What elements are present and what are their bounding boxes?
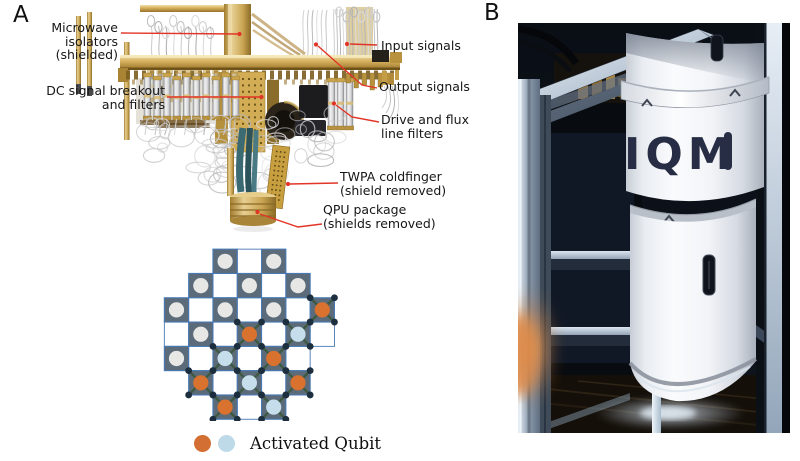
coupler-dot — [331, 318, 338, 326]
panel-b-label: B — [484, 0, 500, 26]
lattice-empty-cell — [212, 321, 238, 347]
coupler-dot — [209, 367, 217, 375]
coupler-dot — [185, 391, 193, 399]
qubit-cell — [212, 248, 238, 274]
qubit-circle — [217, 253, 233, 269]
annotation-pointer-lines — [120, 31, 380, 228]
lattice-empty-cell — [285, 345, 311, 372]
top-handle — [710, 34, 724, 62]
coupler-dot — [282, 318, 290, 326]
coupler-dot — [258, 318, 265, 326]
qubit-circle — [241, 278, 257, 294]
cryostat-cylinder: IQM — [620, 33, 770, 402]
support-rod — [652, 386, 661, 433]
activated-qubit-orange-dot — [194, 435, 211, 452]
coupler-dot — [209, 391, 217, 399]
qubit-lattice-diagram — [163, 248, 338, 421]
coupler-dot — [233, 342, 241, 350]
coupler-dot — [306, 294, 314, 302]
coupler-dot — [258, 367, 265, 375]
lattice-empty-cell — [261, 273, 287, 299]
qubit-circle — [290, 278, 306, 294]
activated-qubit-blue-dot — [218, 435, 235, 452]
lattice-empty-cell — [285, 297, 311, 323]
teal-wire-bundle — [236, 127, 247, 193]
annotation-drive-flux-filters: Drive and flux line filters — [381, 112, 469, 141]
lattice-empty-cell — [236, 248, 262, 274]
lattice-empty-cell — [188, 297, 214, 323]
coax-wires-top — [146, 6, 381, 57]
coupler-dot — [331, 294, 338, 302]
wire-loops — [135, 85, 400, 195]
lattice-empty-cell — [212, 370, 238, 396]
cylinder-bottom-rim — [628, 357, 757, 387]
iqm-logo: IQM — [624, 129, 737, 180]
lattice-empty-cell — [212, 273, 238, 299]
annotation-output-signals: Output signals — [379, 79, 470, 94]
annotation-qpu-package: QPU package (shields removed) — [323, 202, 436, 231]
iqm-cryostat-photo: IQM — [518, 23, 790, 433]
annotation-twpa-coldfinger: TWPA coldfinger (shield removed) — [340, 169, 447, 198]
coupler-dot — [185, 367, 193, 375]
lattice-empty-cell — [261, 370, 287, 396]
twpa-coldfinger — [265, 144, 291, 210]
annotation-input-signals: Input signals — [381, 38, 461, 53]
activated-qubit-circle — [193, 375, 209, 391]
coupler-dot — [209, 342, 217, 350]
annotation-dc-signal-breakout: DC signal breakout and filters — [46, 83, 165, 112]
activated-qubit-circle — [217, 399, 233, 415]
activated-qubit-circle — [241, 375, 257, 391]
lattice-empty-cell — [188, 345, 214, 372]
activated-qubit-circle — [314, 302, 330, 318]
activated-qubit-circle — [217, 350, 233, 367]
coupler-dot — [282, 342, 290, 350]
black-cables — [518, 25, 579, 66]
cryostat-photo — [76, 4, 402, 232]
activated-qubit-circle — [266, 350, 282, 367]
lattice-legend: Activated Qubit — [194, 434, 381, 453]
coupler-dot — [233, 391, 241, 399]
legend-label: Activated Qubit — [250, 434, 382, 453]
activated-qubit-circle — [266, 399, 282, 415]
lattice-empty-cell — [261, 321, 287, 347]
iqm-logo-bracket — [724, 132, 732, 170]
annotation-microwave-isolators: Microwave isolators (shielded) — [51, 20, 118, 62]
black-filter-box — [299, 85, 328, 118]
qubit-circle — [266, 253, 282, 269]
coupler-dot — [209, 415, 217, 421]
coupler-dot — [258, 391, 265, 399]
coupler-dot — [258, 342, 265, 350]
lattice-empty-cell — [236, 345, 262, 372]
coupler-dot — [306, 318, 314, 326]
coupler-dot — [282, 415, 290, 421]
activated-qubit-circle — [241, 326, 257, 342]
lattice-empty-cell — [163, 321, 190, 347]
cryostat-lower-stage — [227, 127, 291, 232]
coupler-dot — [233, 318, 241, 326]
coupler-dot — [258, 415, 265, 421]
qubit-circle — [266, 302, 282, 318]
qubit-circle — [193, 278, 209, 294]
qubit-circle — [168, 350, 185, 367]
coupler-dot — [306, 342, 314, 350]
qpu-package — [230, 192, 276, 232]
activated-qubit-circle — [290, 375, 306, 391]
coupler-dot — [233, 367, 241, 375]
lattice-empty-cell — [236, 394, 262, 420]
qubit-circle — [168, 302, 185, 318]
coupler-dot — [306, 391, 314, 399]
qubit-circle — [193, 326, 209, 342]
right-frame-post — [766, 23, 782, 433]
qubit-circle — [217, 302, 233, 318]
coupler-dot — [282, 367, 290, 375]
activated-qubit-circle — [290, 326, 306, 342]
coupler-dot — [306, 367, 314, 375]
coupler-dot — [282, 391, 290, 399]
panel-a-label: A — [13, 2, 29, 28]
lattice-empty-cell — [236, 297, 262, 323]
beige-cables — [251, 12, 306, 58]
lattice-empty-cell — [309, 321, 335, 347]
coupler-dot — [233, 415, 241, 421]
